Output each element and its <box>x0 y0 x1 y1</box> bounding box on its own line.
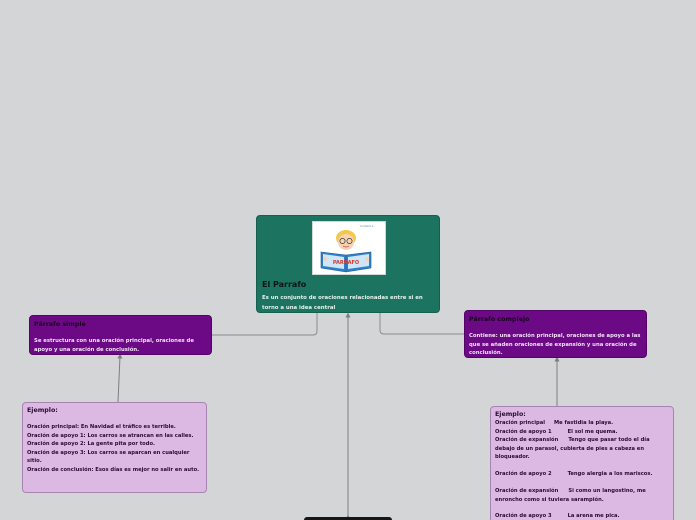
ejemplo-complejo-row: Oración de apoyo 3 La arena me pica. <box>495 512 671 520</box>
row-value: Tengo alergia a los mariscos. <box>567 471 653 477</box>
row-value: La arena me pica. <box>567 513 620 519</box>
central-topic-title: El Parrafo <box>262 280 307 289</box>
link-central-simple <box>212 313 318 336</box>
row-value: Me fastidia la playa. <box>553 420 614 426</box>
row-value: Tengo que pasar todo el día debajo de un… <box>495 437 650 460</box>
ejemplo-complejo-node[interactable]: Ejemplo: Oración principal Me fastidia la… <box>490 406 674 520</box>
ejemplo-simple-line: Oración de apoyo 2: La gente pita por to… <box>27 441 155 447</box>
link-central-complejo <box>379 313 464 335</box>
parrafo-simple-title: Párrafo simple <box>34 321 86 328</box>
bottom-topic-node[interactable] <box>304 517 392 520</box>
row-label: Oración de apoyo 3 <box>495 513 552 519</box>
parrafo-complejo-title: Párrafo complejo <box>469 316 530 323</box>
ejemplo-simple-line: Oración de conclusión: Esos días es mejo… <box>27 466 200 473</box>
row-value: El sol me quema. <box>567 428 618 435</box>
parrafo-complejo-node[interactable]: Párrafo complejo Contiene: una oración p… <box>464 310 647 358</box>
ejemplo-simple-text: Oración principal: En Navidad el tráfico… <box>27 423 205 474</box>
ejemplo-complejo-title: Ejemplo: <box>495 411 526 418</box>
row-value: Si como un langostino, me enroncho como … <box>495 488 646 503</box>
ejemplo-simple-line: Oración de apoyo 1: Los carros se atranc… <box>27 432 194 439</box>
illustration-book-title: PARRAFO <box>333 260 359 266</box>
ejemplo-complejo-row: Oración de apoyo 1 El sol me quema. <box>495 428 671 437</box>
parrafo-simple-node[interactable]: Párrafo simple Se estructura con una ora… <box>29 315 212 355</box>
central-topic-node[interactable]: Colabora PARRAFO El Parrafo Es un conjun… <box>256 215 440 313</box>
parrafo-simple-text: Se estructura con una oración principal,… <box>34 338 194 353</box>
ejemplo-complejo-row: Oración principal Me fastidia la playa. <box>495 419 671 428</box>
ejemplo-simple-node[interactable]: Ejemplo: Oración principal: En Navidad e… <box>22 402 207 493</box>
ejemplo-complejo-row: Oración de apoyo 2 Tengo alergia a los ma… <box>495 470 671 479</box>
parrafo-complejo-text: Contiene: una oración principal, oracion… <box>469 333 641 356</box>
central-topic-description: Es un conjunto de oraciones relacionadas… <box>262 295 423 311</box>
link-ejemplo-simple <box>117 353 123 403</box>
ejemplo-simple-line: Oración de apoyo 3: Los carros se aparca… <box>27 449 190 465</box>
ejemplo-simple-line: Oración principal: En Navidad el tráfico… <box>27 424 176 430</box>
boy-reading-icon: Colabora PARRAFO <box>320 224 374 273</box>
row-label: Oración de apoyo 2 <box>495 471 552 477</box>
row-label: Oración de expansión <box>495 437 559 443</box>
topic-illustration: Colabora PARRAFO <box>312 221 386 275</box>
row-label: Oración principal <box>495 420 545 426</box>
illustration-corner-text: Colabora <box>360 224 374 228</box>
row-label: Oración de expansión <box>495 488 559 494</box>
ejemplo-simple-title: Ejemplo: <box>27 407 58 414</box>
row-label: Oración de apoyo 1 <box>495 428 552 435</box>
